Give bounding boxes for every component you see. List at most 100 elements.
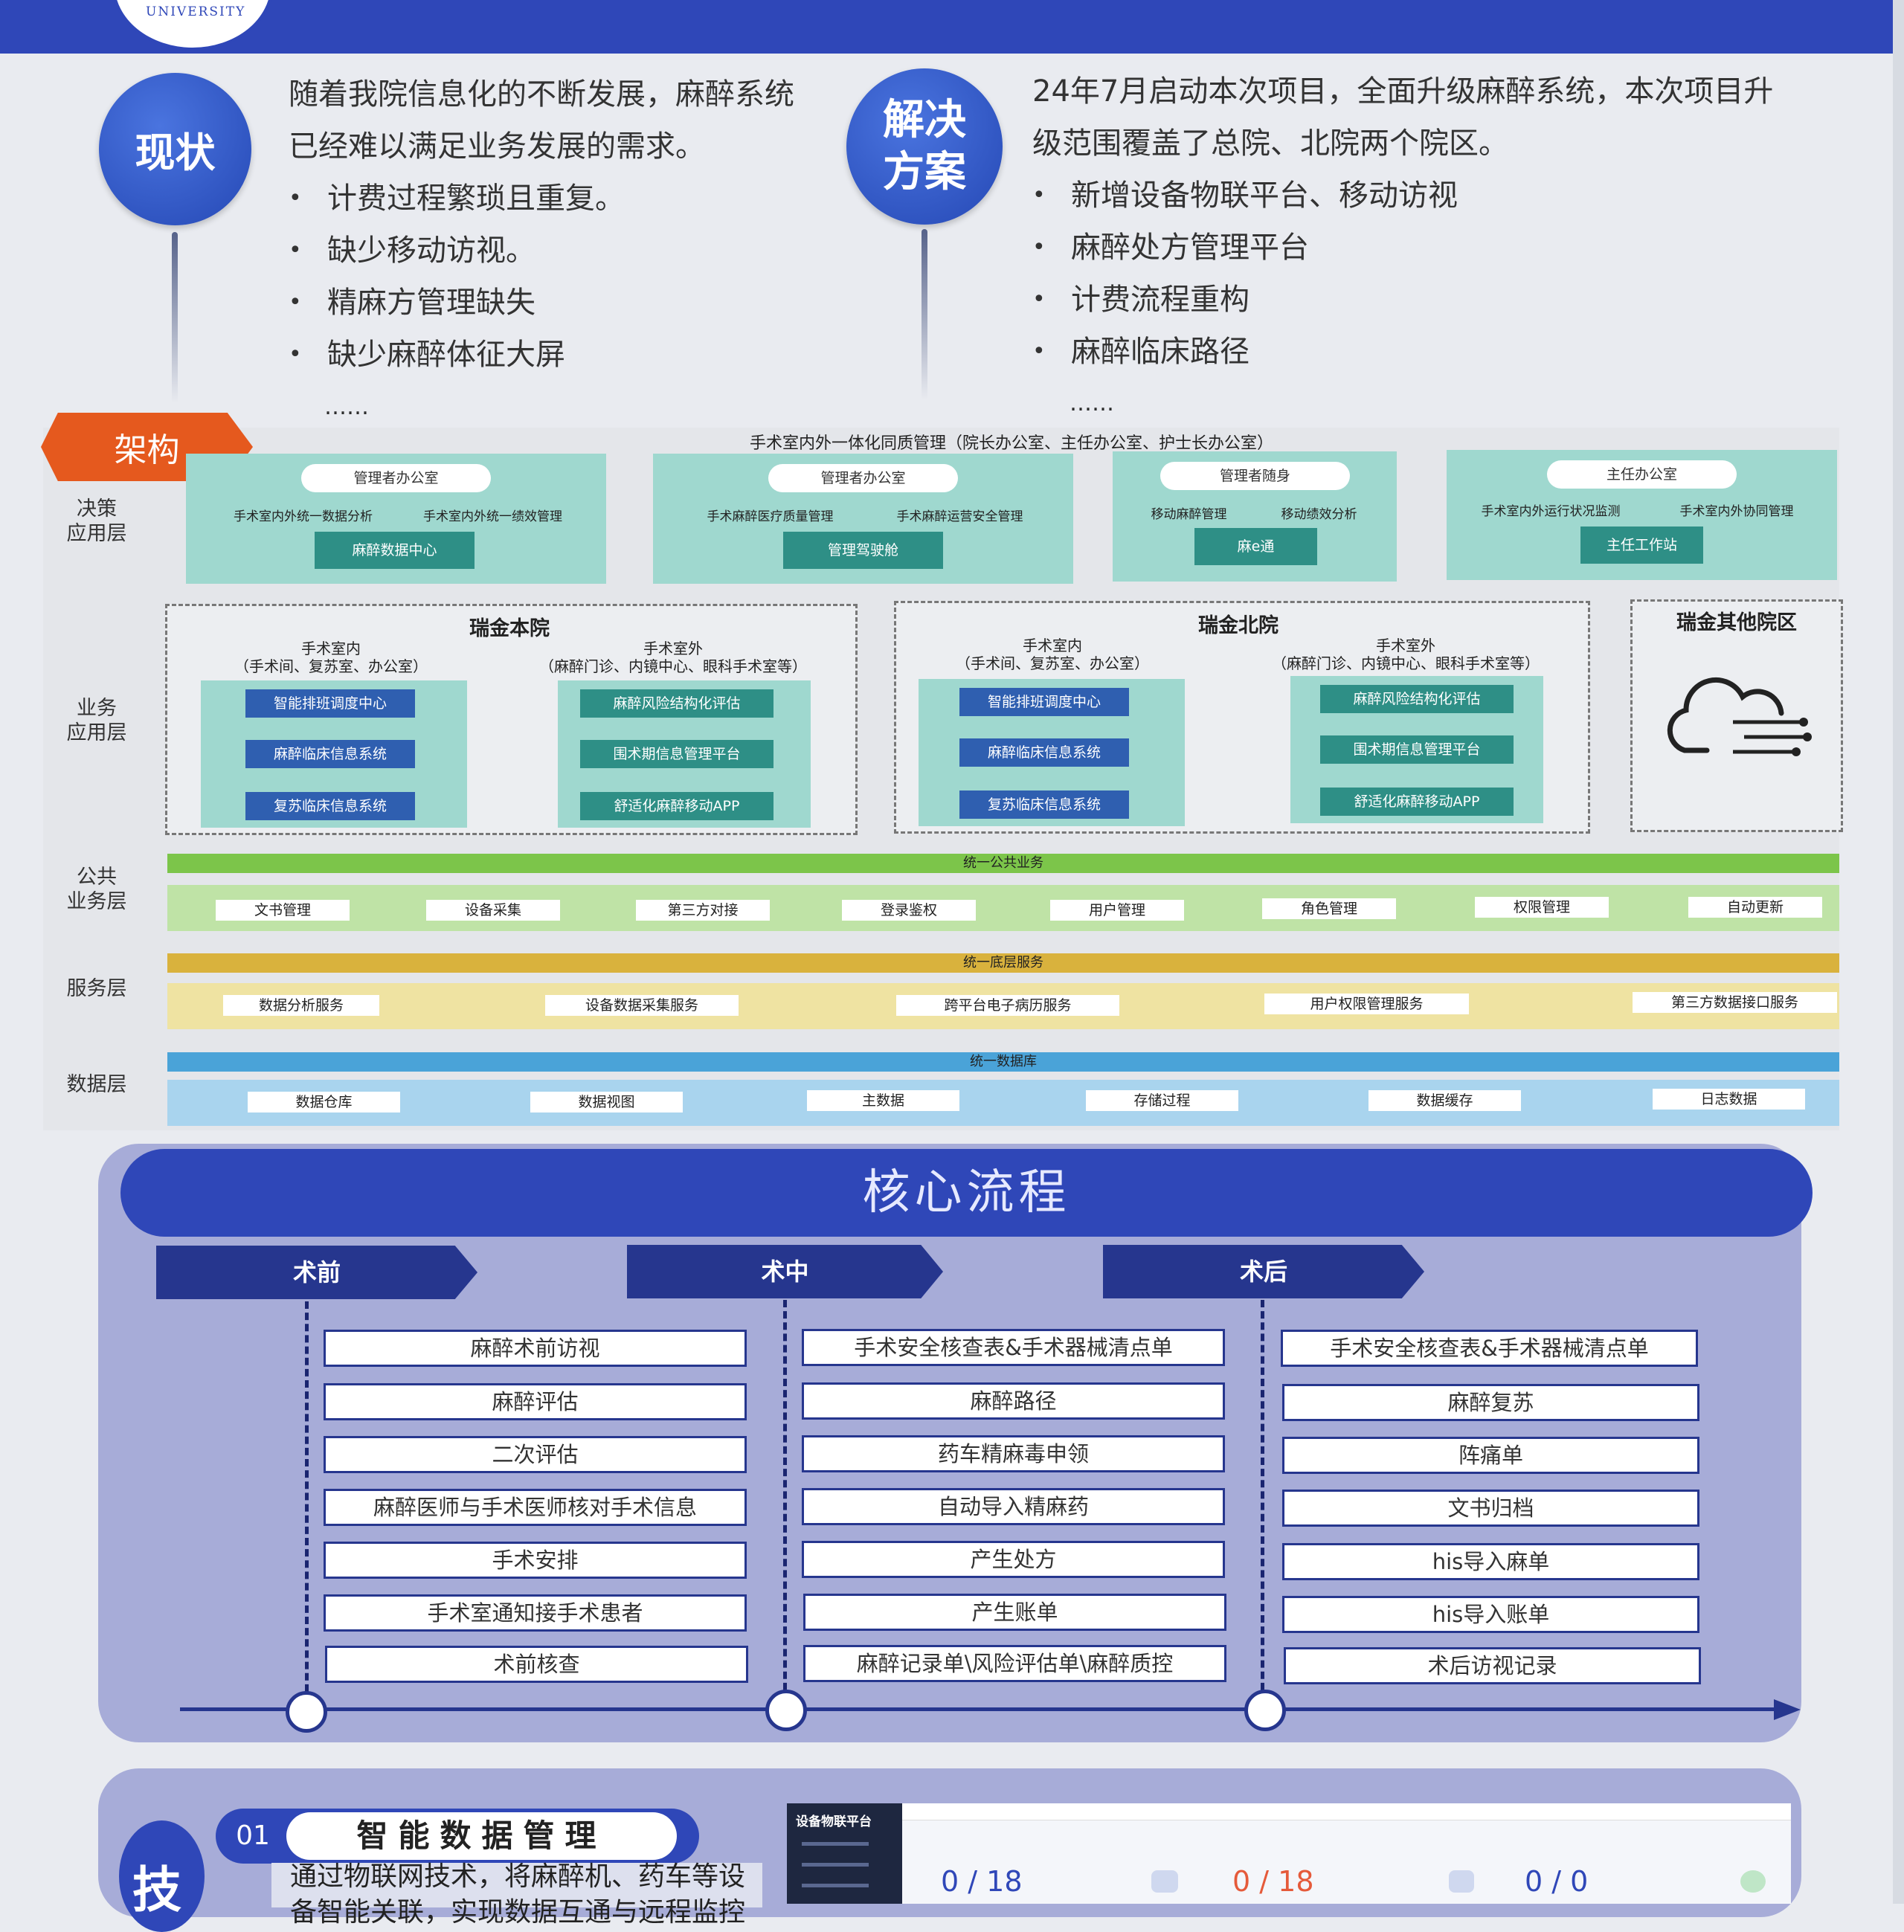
public-item: 角色管理 — [1262, 898, 1396, 919]
public-item: 用户管理 — [1050, 900, 1184, 921]
status-bullet: 精麻方管理缺失 — [289, 277, 625, 329]
decision-item: 手术麻醉医疗质量管理 — [707, 509, 834, 524]
system-button[interactable]: 麻醉临床信息系统 — [245, 740, 415, 768]
status-badge: 现状 — [99, 73, 251, 225]
status-bullet: 缺少麻醉体征大屏 — [289, 329, 625, 381]
inside-system-list: 智能排班调度中心 麻醉临床信息系统 复苏临床信息系统 — [919, 679, 1185, 826]
system-button[interactable]: 麻醉临床信息系统 — [959, 738, 1129, 767]
top-banner — [0, 0, 1893, 54]
process-step: 阵痛单 — [1282, 1437, 1699, 1474]
process-step: 手术安全核查表&手术器械清点单 — [1281, 1330, 1698, 1367]
inside-title: 手术室内 — [301, 640, 361, 657]
inside-subtitle: （手术间、复苏室、办公室） — [234, 657, 428, 675]
layer-label-public: 公共 业务层 — [66, 866, 127, 913]
decision-system-button[interactable]: 主任工作站 — [1580, 527, 1703, 564]
process-step: his导入麻单 — [1282, 1543, 1699, 1580]
decision-panel: 管理者随身 移动麻醉管理 移动绩效分析 麻e通 — [1113, 451, 1397, 582]
status-text-line2: 已经难以满足业务发展的需求。 — [289, 129, 705, 164]
monitor-icon — [1151, 1870, 1178, 1893]
status-text: 随着我院信息化的不断发展，麻醉系统 已经难以满足业务发展的需求。 — [289, 68, 794, 173]
outside-subtitle: （麻醉门诊、内镜中心、眼科手术室等） — [539, 657, 807, 675]
solution-bullets: 新增设备物联平台、移动访视 麻醉处方管理平台 计费流程重构 麻醉临床路径 — [1032, 170, 1458, 378]
decision-item: 手术室内外统一绩效管理 — [423, 509, 562, 524]
decision-item: 手术室内外运行状况监测 — [1481, 504, 1621, 519]
inside-subtitle: （手术间、复苏室、办公室） — [956, 654, 1149, 672]
process-step: 术后访视记录 — [1284, 1647, 1701, 1684]
system-button[interactable]: 复苏临床信息系统 — [245, 792, 415, 820]
logo-text: UNIVERSITY — [146, 4, 246, 19]
data-item: 数据仓库 — [248, 1092, 400, 1112]
public-item: 第三方对接 — [636, 900, 770, 921]
sidebar-menu-line — [802, 1863, 869, 1867]
decision-item: 手术麻醉运营安全管理 — [896, 509, 1023, 524]
public-item: 登录鉴权 — [842, 900, 976, 921]
device-stat: 0 / 0 — [1525, 1865, 1589, 1898]
status-stem — [172, 232, 178, 403]
system-button[interactable]: 复苏临床信息系统 — [959, 790, 1129, 819]
process-step: 手术室通知接手术患者 — [324, 1594, 747, 1632]
process-step: 术前核查 — [325, 1646, 748, 1683]
system-button[interactable]: 舒适化麻醉移动APP — [580, 792, 774, 820]
solution-text-line2: 级范围覆盖了总院、北院两个院区。 — [1032, 126, 1508, 161]
service-item: 第三方数据接口服务 — [1633, 992, 1837, 1013]
phase-intraop-label: 术中 — [627, 1245, 943, 1298]
system-button[interactable]: 麻醉风险结构化评估 — [1320, 685, 1514, 713]
decision-pill: 管理者办公室 — [301, 464, 491, 492]
decision-panel: 主任办公室 手术室内外运行状况监测 手术室内外协同管理 主任工作站 — [1447, 450, 1837, 580]
process-step: 药车精麻毒申领 — [802, 1435, 1225, 1472]
sidebar-menu-line — [802, 1842, 869, 1846]
feature-number: 01 — [236, 1820, 270, 1851]
device-stat: 0 / 18 — [941, 1865, 1023, 1898]
public-item: 权限管理 — [1475, 897, 1609, 918]
decision-item: 手术室内外协同管理 — [1679, 504, 1794, 519]
service-item: 设备数据采集服务 — [545, 995, 739, 1016]
data-item: 存储过程 — [1086, 1090, 1238, 1111]
process-step: 产生处方 — [802, 1541, 1225, 1578]
decision-system-button[interactable]: 管理驾驶舱 — [783, 532, 943, 569]
solution-bullet: 麻醉处方管理平台 — [1032, 222, 1458, 274]
timeline-node — [1244, 1690, 1286, 1731]
outside-system-list: 麻醉风险结构化评估 围术期信息管理平台 舒适化麻醉移动APP — [558, 680, 811, 828]
process-step: 麻醉复苏 — [1282, 1384, 1699, 1421]
data-item: 数据缓存 — [1368, 1090, 1521, 1111]
outside-subtitle: （麻醉门诊、内镜中心、眼科手术室等） — [1272, 654, 1540, 672]
process-step: 麻醉评估 — [324, 1383, 747, 1420]
system-button[interactable]: 智能排班调度中心 — [245, 689, 415, 718]
solution-text-line1: 24年7月启动本次项目，全面升级麻醉系统，本次项目升 — [1032, 74, 1774, 109]
status-bullets: 计费过程繁琐且重复。 缺少移动访视。 精麻方管理缺失 缺少麻醉体征大屏 — [289, 173, 625, 381]
poster-edge — [1893, 0, 1904, 1904]
system-button[interactable]: 麻醉风险结构化评估 — [580, 689, 774, 718]
system-button[interactable]: 围术期信息管理平台 — [580, 740, 774, 768]
decision-pill: 主任办公室 — [1547, 460, 1737, 489]
branch-name: 瑞金本院 — [469, 617, 550, 640]
process-step: 手术安排 — [324, 1542, 747, 1579]
inside-title: 手术室内 — [1023, 637, 1082, 654]
status-bullet: 计费过程繁琐且重复。 — [289, 173, 625, 225]
decision-system-button[interactable]: 麻e通 — [1194, 528, 1317, 565]
phase-preop-label: 术前 — [156, 1246, 477, 1299]
public-item: 文书管理 — [216, 900, 350, 921]
device-platform-title: 设备物联平台 — [796, 1815, 872, 1829]
timeline-node — [286, 1691, 327, 1733]
layer-label-data: 数据层 — [66, 1073, 127, 1096]
process-timeline-axis — [180, 1707, 1779, 1711]
feature-description-line2: 备智能关联，实现数据互通与远程监控 — [290, 1897, 746, 1928]
feature-description: 通过物联网技术，将麻醉机、药车等设 备智能关联，实现数据互通与远程监控 — [290, 1859, 745, 1931]
system-button[interactable]: 智能排班调度中心 — [959, 688, 1129, 716]
status-badge-label: 现状 — [135, 129, 216, 176]
layer-label-service: 服务层 — [66, 977, 127, 1000]
service-item: 跨平台电子病历服务 — [896, 995, 1119, 1016]
device-stat: 0 / 18 — [1232, 1865, 1314, 1898]
process-step: 麻醉记录单\风险评估单\麻醉质控 — [803, 1645, 1226, 1682]
phase-preop-timeline — [305, 1301, 309, 1703]
device-platform-sidebar: 设备物联平台 — [787, 1803, 902, 1904]
public-item: 自动更新 — [1688, 897, 1822, 918]
system-button[interactable]: 舒适化麻醉移动APP — [1320, 788, 1514, 816]
device-platform-topbar — [902, 1803, 1791, 1820]
system-button[interactable]: 围术期信息管理平台 — [1320, 735, 1514, 764]
service-item: 用户权限管理服务 — [1264, 994, 1469, 1014]
solution-badge: 解决 方案 — [846, 68, 1003, 225]
process-step: 二次评估 — [324, 1436, 747, 1473]
decision-system-button[interactable]: 麻醉数据中心 — [315, 532, 475, 569]
layer-label-decision: 决策 应用层 — [66, 498, 127, 545]
